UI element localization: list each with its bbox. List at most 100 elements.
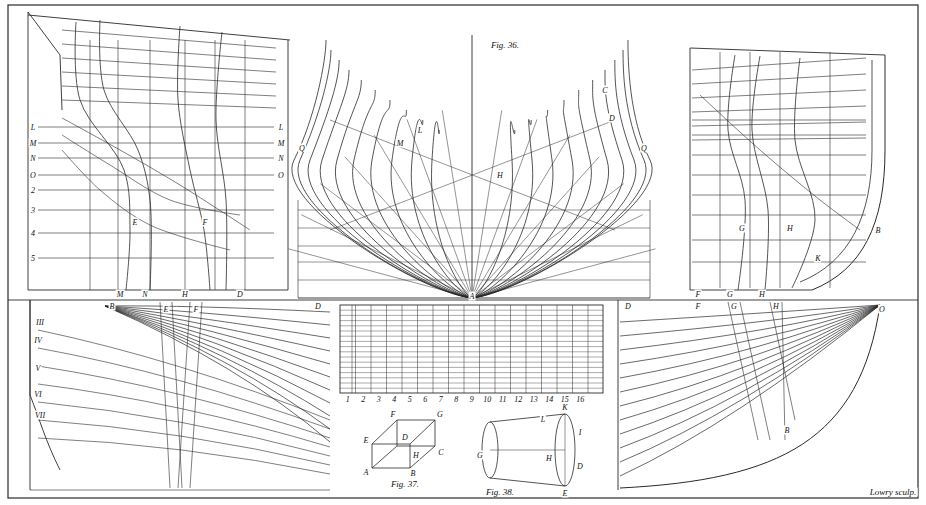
construction-line [690, 48, 885, 55]
construction-line [298, 210, 650, 211]
hull-curve [620, 305, 880, 476]
station-letter: Q [640, 144, 648, 153]
construction-line [410, 446, 435, 468]
hull-curve [472, 60, 636, 298]
figure-caption: Lowry sculp. [869, 488, 918, 497]
construction-line [692, 240, 866, 241]
construction-line [372, 420, 397, 444]
station-letter: F [695, 290, 702, 299]
construction-line [38, 233, 274, 234]
station-letter: H [786, 224, 794, 233]
construction-line [750, 52, 751, 288]
station-letter: A [363, 468, 370, 477]
station-letter: 6 [422, 395, 428, 404]
construction-line [692, 262, 866, 263]
station-letter: Q [298, 144, 306, 153]
construction-line [407, 119, 472, 298]
construction-line [340, 377, 603, 378]
construction-line [692, 195, 866, 196]
construction-line [298, 280, 650, 281]
construction-line [692, 74, 866, 84]
construction-line [38, 158, 274, 159]
solid-figure [372, 444, 410, 468]
station-letter: F [695, 302, 702, 311]
station-letter: B [784, 426, 791, 435]
hull-curve [620, 305, 880, 322]
construction-line [557, 305, 558, 393]
construction-line [780, 52, 781, 288]
construction-line [340, 336, 603, 337]
station-letter: G [436, 410, 444, 419]
construction-line [28, 12, 29, 290]
construction-line [62, 44, 276, 60]
station-letter: D [608, 114, 616, 123]
station-letter: L [540, 415, 546, 424]
construction-line [472, 110, 502, 298]
construction-line [782, 302, 785, 440]
hull-curve [28, 12, 62, 110]
construction-line [245, 40, 246, 290]
hull-curve [812, 55, 885, 290]
construction-line [90, 40, 91, 290]
construction-line [541, 305, 542, 393]
station-letter: D [401, 433, 409, 442]
construction-line [372, 446, 397, 468]
hull-curve [432, 121, 472, 298]
hull-curve [105, 306, 330, 429]
construction-line [374, 135, 472, 298]
construction-line [38, 210, 274, 211]
station-letter: E [363, 436, 370, 445]
construction-line [38, 143, 274, 144]
construction-line [340, 367, 603, 368]
station-letter: 11 [498, 395, 507, 404]
hull-curve [38, 420, 330, 465]
construction-line [692, 155, 866, 156]
hull-curve [620, 305, 880, 488]
station-letter: B [109, 302, 116, 311]
construction-line [288, 249, 472, 298]
construction-line [510, 305, 511, 393]
station-letter: H [181, 290, 189, 299]
hull-curve [298, 50, 472, 298]
hull-curve [472, 40, 652, 298]
hull-curve [620, 305, 880, 448]
station-letter: D [576, 462, 584, 471]
hull-curve [472, 70, 624, 298]
hull-curve [700, 95, 860, 230]
hull-curve [472, 119, 533, 298]
station-letter: A [469, 292, 476, 301]
station-letter: 1 [345, 395, 351, 404]
hull-curve [105, 306, 330, 390]
station-letter: H [758, 290, 766, 299]
construction-line [298, 246, 650, 247]
construction-line [692, 58, 866, 70]
station-letter: 2 [30, 186, 36, 195]
hull-curve [38, 438, 330, 474]
construction-line [442, 110, 472, 298]
hull-curve [105, 306, 330, 442]
construction-line [30, 490, 330, 491]
hull-curve [308, 60, 472, 298]
hull-curve [371, 100, 472, 298]
hull-curve [620, 305, 880, 434]
station-letter: O [878, 305, 886, 314]
station-letter: H [496, 171, 504, 180]
hull-curve [75, 22, 130, 290]
station-letter: E [562, 489, 569, 498]
construction-line [352, 305, 353, 393]
construction-line [565, 414, 566, 486]
hull-curve [800, 60, 872, 282]
construction-line [433, 305, 434, 393]
plate-border [8, 5, 918, 498]
construction-line [692, 135, 866, 136]
construction-line [472, 249, 656, 298]
hull-curve [411, 119, 472, 298]
construction-line [62, 72, 276, 84]
station-letter: F [193, 305, 200, 314]
construction-line [720, 52, 721, 288]
station-letter: N [141, 290, 148, 299]
station-letter: D [624, 302, 632, 311]
station-letter: C [601, 86, 608, 95]
hull-curve [472, 50, 646, 298]
